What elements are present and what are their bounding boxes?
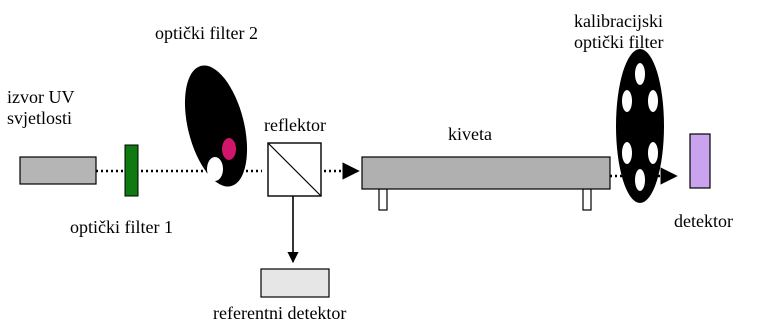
reflector-label: reflektor — [264, 115, 326, 135]
reference-detector-label: referentni detektor — [213, 303, 347, 323]
calibration-filter-label: kalibracijski optički filter — [574, 11, 664, 52]
reflector-diagonal — [267, 142, 322, 197]
calibration-filter-window — [635, 63, 645, 85]
calibration-filter-window — [622, 142, 632, 164]
optical-filter-2-pink-window — [222, 138, 236, 160]
optical-filter-1 — [124, 144, 139, 197]
optical-filter-2-clear-window — [207, 157, 223, 181]
reference-detector-box — [260, 268, 330, 298]
uv-source-box — [19, 156, 97, 185]
calibration-filter-wheel — [616, 49, 664, 203]
optical-filter-2-label: optički filter 2 — [155, 23, 258, 43]
cuvette-right-leg — [582, 188, 592, 211]
cuvette-label: kiveta — [448, 124, 492, 144]
calibration-filter-window — [635, 169, 645, 191]
detector-box — [689, 133, 711, 189]
cuvette-left-leg — [378, 188, 388, 211]
cuvette-body — [361, 156, 611, 190]
uv-source-label: izvor UV svjetlosti — [7, 87, 75, 128]
calibration-filter-window — [622, 90, 632, 112]
optical-filter-1-label: optički filter 1 — [70, 217, 173, 237]
calibration-filter-window — [648, 90, 658, 112]
calibration-filter-window — [648, 142, 658, 164]
detector-label: detektor — [674, 211, 733, 231]
